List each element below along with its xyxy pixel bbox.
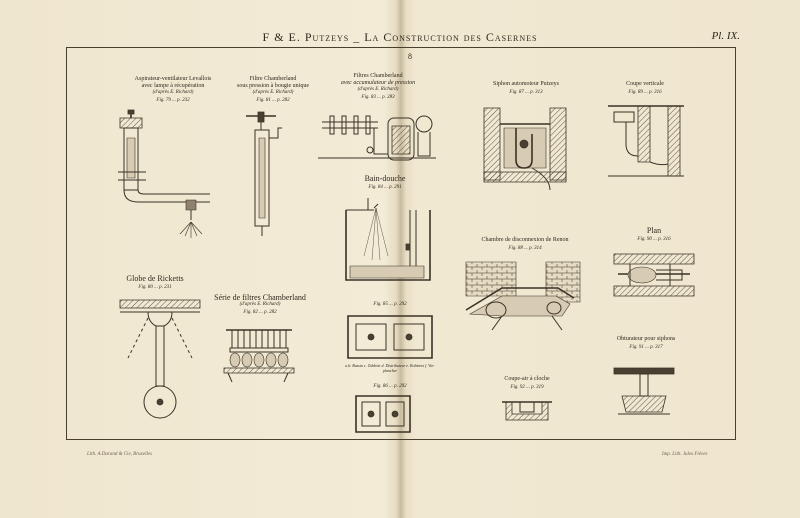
chambre-title: Chambre de disconnexion de Renon: [481, 237, 569, 243]
obturateur-caption: Obturateur pour siphons Fig. 91 ... p. 3…: [604, 336, 688, 351]
filtres-acc-fig-ref: Fig. 83 ... p. 283: [361, 94, 395, 100]
serie-caption: Série de filtres Chamberland (d'après E.…: [210, 293, 310, 316]
globe-drawing: [118, 298, 202, 426]
chambre-drawing: [462, 258, 586, 332]
serie-source: (d'après E. Richard): [239, 302, 281, 308]
bain-plan2-caption: Fig. 86 ... p. 292: [350, 382, 430, 390]
plan-drawing: [612, 252, 696, 298]
siphon-drawing: [480, 104, 572, 190]
aspirateur-fig-ref: Fig. 79 ... p. 232: [156, 97, 190, 103]
frame-mark: 8: [408, 52, 412, 61]
coupe-fig-ref: Fig. 89 ... p. 316: [628, 89, 662, 95]
bain-fig-ref: Fig. 84 ... p. 291: [368, 185, 402, 191]
globe-title: Globe de Ricketts: [126, 274, 184, 283]
serie-title: Série de filtres Chamberland: [214, 293, 306, 302]
plan-title: Plan: [646, 226, 662, 235]
siphon-title: Siphon automoteur Putzeys: [493, 81, 559, 87]
coupe-air-drawing: [500, 398, 554, 424]
coupe-air-fig-ref: Fig. 92 ... p. 319: [510, 384, 544, 390]
filtre-fig-ref: Fig. 81 ... p. 282: [256, 97, 290, 103]
bain-plan2-fig-ref: Fig. 86 ... p. 292: [373, 384, 407, 389]
filtre-title: Filtre Chamberland: [249, 76, 297, 82]
plate-header-title: F & E. Putzeys _ La Construction des Cas…: [262, 30, 538, 44]
siphon-fig-ref: Fig. 87 ... p. 313: [509, 89, 543, 95]
page-fold: [396, 0, 406, 518]
bain-plan-drawing: [346, 314, 434, 360]
bain-plan-legend: a.b. Bassin c. Tablette d. Distributeur …: [342, 362, 438, 373]
coupe-title: Coupe verticale: [626, 81, 664, 87]
aspirateur-drawing: [110, 110, 220, 240]
chambre-fig-ref: Fig. 88 ... p. 314: [508, 245, 542, 251]
plan-fig-ref: Fig. 90 ... p. 316: [637, 237, 671, 243]
aspirateur-source: (d'après E. Richard): [152, 89, 194, 95]
aspirateur-subtitle: avec lampe à récupération: [141, 82, 205, 89]
bain-drawing: [344, 196, 434, 288]
filtres-acc-subtitle: avec accumulateur de pression: [340, 79, 416, 86]
globe-caption: Globe de Ricketts Fig. 80 ... p. 231: [110, 274, 200, 291]
bain-title: Bain-douche: [364, 174, 406, 183]
bain-plan-caption: Fig. 85 ... p. 292: [350, 300, 430, 308]
bain-caption: Bain-douche Fig. 84 ... p. 291: [340, 174, 430, 191]
globe-fig-ref: Fig. 80 ... p. 231: [138, 285, 172, 291]
filtres-acc-title: Filtres Chamberland: [353, 73, 403, 79]
obturateur-drawing: [612, 366, 676, 422]
chambre-caption: Chambre de disconnexion de Renon Fig. 88…: [462, 237, 588, 252]
bain-plan-fig-ref: Fig. 85 ... p. 292: [373, 302, 407, 307]
footer-lithographer: Lith. A.Durand & Cie, Bruxelles: [87, 452, 153, 457]
obturateur-fig-ref: Fig. 91 ... p. 317: [629, 344, 663, 350]
siphon-caption: Siphon automoteur Putzeys Fig. 87 ... p.…: [476, 81, 576, 96]
coupe-caption: Coupe verticale Fig. 89 ... p. 316: [605, 81, 685, 96]
coupe-air-title: Coupe-air à cloche: [504, 376, 550, 382]
filtres-acc-source: (d'après E. Richard): [357, 86, 399, 92]
aspirateur-caption: Aspirateur-ventilateur Levallois avec la…: [98, 76, 248, 103]
obturateur-title: Obturateur pour siphons: [616, 336, 676, 342]
filtre-source: (d'après E. Richard): [252, 89, 294, 95]
bain-plan2-drawing: [354, 394, 412, 434]
aspirateur-title: Aspirateur-ventilateur Levallois: [134, 76, 212, 82]
serie-drawing: [222, 326, 296, 384]
footer-printer: Imp. Lith. Jules Fiévez: [662, 452, 708, 457]
bain-plan-legend-text: a.b. Bassin c. Tablette d. Distributeur …: [345, 363, 435, 373]
plate-number: Pl. IX.: [711, 30, 740, 42]
coupe-air-caption: Coupe-air à cloche Fig. 92 ... p. 319: [482, 376, 572, 391]
filtres-acc-drawing: [318, 108, 436, 164]
filtre-subtitle: sous pression à bougie unique: [237, 82, 309, 89]
plate-frame: [66, 47, 736, 440]
filtre-drawing: [246, 108, 290, 238]
filtres-acc-caption: Filtres Chamberland avec accumulateur de…: [318, 73, 438, 100]
serie-fig-ref: Fig. 82 ... p. 282: [243, 309, 277, 315]
filtre-caption: Filtre Chamberland sous pression à bougi…: [218, 76, 328, 103]
coupe-drawing: [606, 104, 686, 184]
plan-caption: Plan Fig. 90 ... p. 316: [614, 226, 694, 243]
